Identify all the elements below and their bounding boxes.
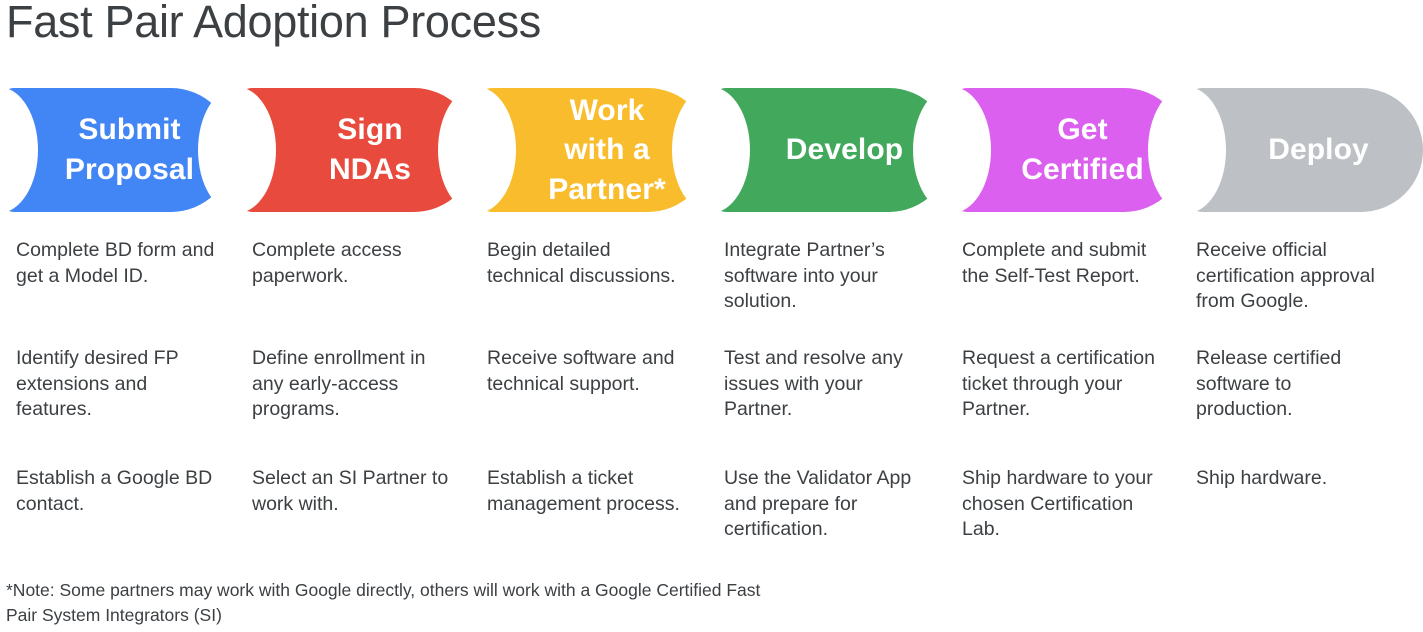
detail-item: Select an SI Partner to work with. — [252, 467, 449, 515]
detail-item: Begin detailed technical discussions. — [487, 239, 676, 287]
detail-item: Complete access paperwork. — [252, 239, 402, 287]
detail-item: Ship hardware to your chosen Certificati… — [962, 467, 1153, 541]
stage-label-submit-proposal: Submit Proposal — [64, 113, 195, 186]
footnote-note: *Note: Some partners may work with Googl… — [6, 580, 761, 625]
stage-chevron-work-with-a-partner[interactable]: Work with a Partner* — [438, 87, 710, 213]
stage-details-grid: Complete BD form and get a Model ID. Ide… — [0, 238, 1423, 548]
detail-item: Ship hardware. — [1196, 467, 1328, 489]
detail-item: Complete and submit the Self-Test Report… — [962, 239, 1147, 287]
detail-item: Receive official certification approval … — [1196, 239, 1375, 313]
detail-item: Establish a ticket management process. — [487, 467, 680, 515]
stage-label-sign-ndas: Sign NDAs — [328, 113, 412, 186]
stage-label-deploy: Deploy — [1268, 133, 1369, 167]
detail-item: Request a certification ticket through y… — [962, 347, 1155, 421]
detail-item: Test and resolve any issues with your Pa… — [724, 347, 903, 421]
stage-label-work-with-a-partner: Work with a Partner* — [548, 93, 666, 206]
page-title: Fast Pair Adoption Process — [6, 0, 541, 47]
stage-chevron-submit-proposal[interactable]: Submit Proposal — [0, 87, 233, 213]
detail-item: Establish a Google BD contact. — [16, 467, 213, 515]
detail-item: Integrate Partner’s software into your s… — [724, 239, 885, 313]
stage-chevron-sign-ndas[interactable]: Sign NDAs — [198, 87, 476, 213]
detail-item: Complete BD form and get a Model ID. — [16, 239, 215, 287]
detail-item: Use the Validator App and prepare for ce… — [724, 467, 912, 541]
process-stage-band: Submit Proposal Sign NDAs Work with a Pa… — [0, 87, 1423, 213]
stage-chevron-deploy[interactable]: Deploy — [1148, 87, 1423, 213]
detail-item: Define enrollment in any early-access pr… — [252, 347, 426, 421]
detail-item: Identify desired FP extensions and featu… — [16, 347, 179, 421]
stage-label-develop: Develop — [785, 133, 904, 167]
stage-chevron-develop[interactable]: Develop — [672, 87, 951, 213]
detail-item: Release certified software to production… — [1196, 347, 1342, 421]
detail-item: Receive software and technical support. — [487, 347, 675, 395]
stage-chevron-get-certified[interactable]: Get Certified — [913, 87, 1186, 213]
stage-label-get-certified: Get Certified — [1021, 113, 1144, 186]
